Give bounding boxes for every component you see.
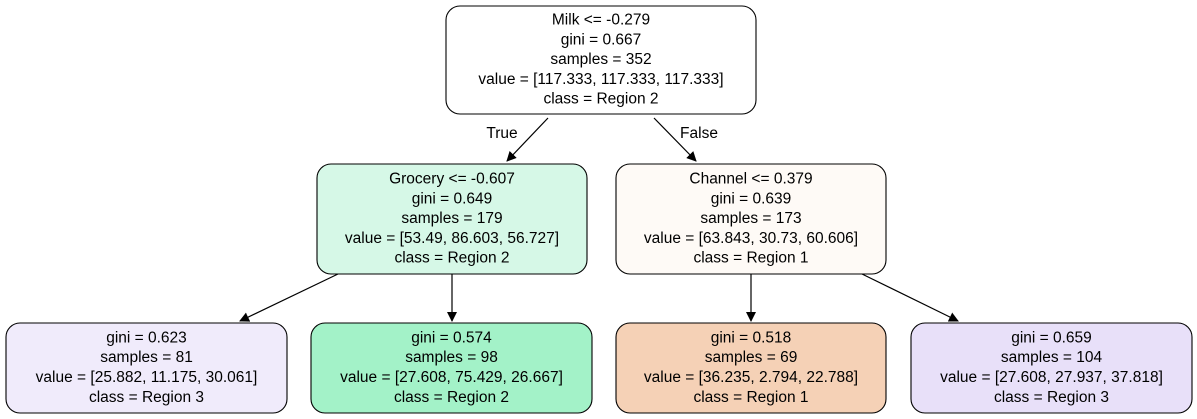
tree-node-grocery: Grocery <= -0.607 gini = 0.649 samples = 1… [316,163,588,275]
node-line: value = [27.608, 75.429, 26.667] [340,369,563,386]
node-line: value = [25.882, 11.175, 30.061] [36,369,258,386]
nodes-layer: Milk <= -0.279 gini = 0.667 samples = 352 v… [5,5,1193,414]
node-line: class = Region 3 [89,389,204,406]
node-line: value = [117.333, 117.333, 117.333] [478,71,723,88]
node-line: class = Region 2 [394,250,509,267]
tree-node-root: Milk <= -0.279 gini = 0.667 samples = 352 v… [445,5,757,115]
node-line: class = Region 1 [693,389,808,406]
edge-grocery-to-leaf-1 [239,273,339,322]
edge-channel-to-leaf-4 [861,273,959,322]
node-line: samples = 352 [550,51,651,68]
node-box [310,322,593,414]
node-line: gini = 0.667 [561,31,642,48]
node-box [5,322,288,414]
node-box [910,322,1193,414]
node-line: samples = 69 [705,349,798,366]
tree-node-channel: Channel <= 0.379 gini = 0.639 samples = 17… [615,163,887,275]
node-line: samples = 98 [405,349,498,366]
node-line: class = Region 3 [994,389,1109,406]
node-line: gini = 0.623 [106,329,187,346]
edge-root-to-channel: False [653,117,718,162]
edge-root-to-grocery: True [486,117,549,162]
node-line: samples = 81 [100,349,193,366]
tree-node-leaf-1: gini = 0.623 samples = 81 value = [25.882,… [5,322,288,414]
edge-label-false: False [680,125,718,142]
node-line: value = [63.843, 30.73, 60.606] [644,230,858,247]
node-line: Milk <= -0.279 [552,11,650,28]
node-line: class = Region 2 [394,389,509,406]
node-line: class = Region 1 [693,250,808,267]
node-line: value = [36.235, 2.794, 22.788] [644,369,858,386]
node-line: gini = 0.649 [412,190,493,207]
node-line: Channel <= 0.379 [689,170,812,187]
node-box [615,322,887,414]
tree-node-leaf-3: gini = 0.518 samples = 69 value = [36.235,… [615,322,887,414]
node-box [615,163,887,275]
node-line: value = [53.49, 86.603, 56.727] [345,230,559,247]
edge-arrow [861,273,959,322]
tree-node-leaf-2: gini = 0.574 samples = 98 value = [27.608,… [310,322,593,414]
node-box [316,163,588,275]
node-line: samples = 173 [700,210,801,227]
node-line: Grocery <= -0.607 [389,170,515,187]
node-line: class = Region 2 [543,91,658,108]
node-box [445,5,757,115]
edge-arrow [506,117,549,162]
node-line: gini = 0.574 [411,329,492,346]
edge-arrow [239,273,339,322]
edges-layer: True False [239,117,959,322]
node-line: value = [27.608, 27.937, 37.818] [940,369,1163,386]
node-line: samples = 179 [401,210,502,227]
node-line: gini = 0.659 [1011,329,1092,346]
tree-node-leaf-4: gini = 0.659 samples = 104 value = [27.608… [910,322,1193,414]
node-line: gini = 0.518 [711,329,792,346]
edge-arrow [653,117,697,162]
edge-label-true: True [486,125,517,142]
node-line: samples = 104 [1001,349,1103,366]
node-line: gini = 0.639 [711,190,792,207]
